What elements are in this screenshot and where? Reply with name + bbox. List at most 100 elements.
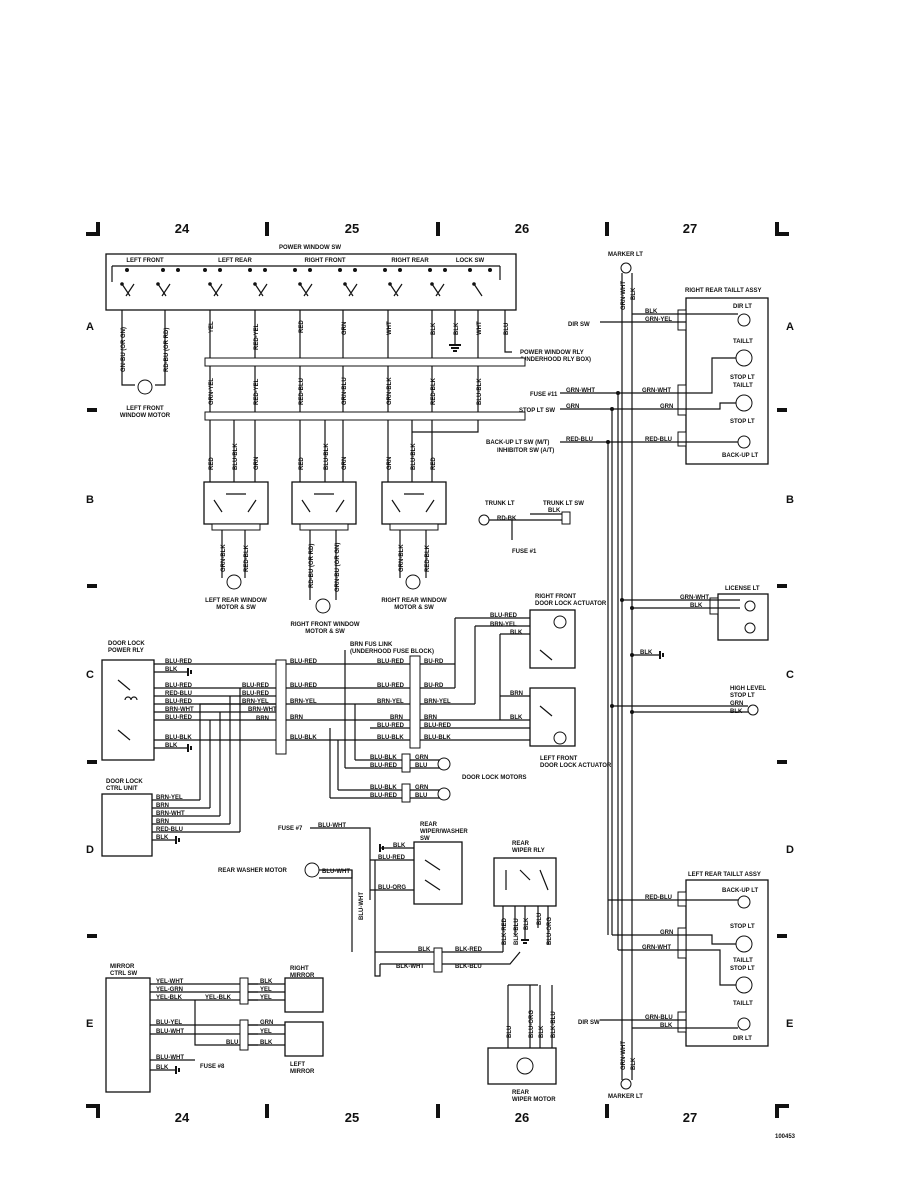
door-lock-connector-a <box>275 659 287 755</box>
wiper-vert-wire: BLU-WHT <box>359 892 365 920</box>
mid-b-4: BRN <box>424 715 437 721</box>
motor-wire-blk-blu: BLK-BLU <box>551 1011 557 1038</box>
rr-wire-4: GRN <box>660 404 673 410</box>
trunk-wire-blk: BLK <box>548 508 561 514</box>
wiper-bottom-3: BLK-WHT <box>396 964 424 970</box>
section-lock-sw: LOCK SW <box>456 258 485 264</box>
mirror-ctrl-switch <box>105 977 151 1093</box>
lr-motor-wire-grn-blk: GRN-BLK <box>221 544 227 572</box>
marker-lamp-bottom <box>620 1078 632 1090</box>
license-wire-2: BLK <box>690 603 703 609</box>
trunk-lt-sw-label: TRUNK LT SW <box>543 501 584 507</box>
trunk-fuse: FUSE #1 <box>512 549 537 555</box>
col-label-27-bottom: 27 <box>683 1110 697 1125</box>
row-label-d-right: D <box>786 844 794 856</box>
stop-sw-label: STOP LT SW <box>519 408 555 414</box>
marker-lt-bottom: MARKER LT <box>608 1094 643 1100</box>
door-lock-ctrl-box <box>101 793 153 857</box>
relay-right-1: BLU-RED <box>242 683 270 689</box>
motor-right-2: BLU <box>415 763 427 769</box>
wire-rdbu: RD-BU (OR RD) <box>164 328 170 372</box>
mirror-wire-1: YEL-WHT <box>156 979 184 985</box>
column-labels-top: 24 25 26 27 <box>175 221 697 236</box>
left-mirror-wire-2: YEL <box>260 1029 272 1035</box>
rf-wire-2: BRN-YEL <box>490 622 517 628</box>
lr-motor-wire-red-blk: RED-BLK <box>244 544 250 572</box>
rr-item-2: TAILLT <box>733 339 753 345</box>
lr-item-2: STOP LT <box>730 924 755 930</box>
backup-wire: RED-BLU <box>566 437 593 443</box>
door-lock-motors-label: DOOR LOCK MOTORS <box>462 775 527 781</box>
motor-wire-4: BLU-RED <box>370 793 398 799</box>
col-label-25-top: 25 <box>345 221 359 236</box>
harness-wire-3: BRN-YEL <box>290 699 317 705</box>
inhibitor-sw-label: INHIBITOR SW (A/T) <box>497 448 554 454</box>
motor-right-4: BLU <box>415 793 427 799</box>
wiper-sw-wire-1: BLK <box>393 843 406 849</box>
rr-item-4: TAILLT <box>733 383 753 389</box>
lr-wire-red: RED <box>209 457 215 470</box>
row-label-a-right: A <box>786 321 794 333</box>
harness-wire-1: BLU-RED <box>290 659 318 665</box>
wire-grn-yel: GRN-YEL <box>209 378 215 405</box>
mid-a-6: BLU-BLK <box>377 735 404 741</box>
lr-item-3: TAILLT <box>733 958 753 964</box>
wiper-bottom-4: BLK-BLU <box>455 964 482 970</box>
row-label-c-left: C <box>86 669 94 681</box>
mirror-wire-7: BLU <box>226 1040 238 1046</box>
lr-wire-grn: GRN <box>254 457 260 470</box>
right-mirror-wire-1: BLK <box>260 979 273 985</box>
mirror-wire-3: YEL-BLK <box>156 995 183 1001</box>
page-code: 100453 <box>775 1134 796 1140</box>
high-stop-wire-2: BLK <box>730 709 743 715</box>
rly-wire-4: BLU <box>537 913 543 925</box>
section-left-front: LEFT FRONT <box>126 258 164 264</box>
rf-wire-1: BLU-RED <box>490 613 518 619</box>
relay-wire-4: RED-BLU <box>165 691 192 697</box>
motor-right-3: GRN <box>415 785 428 791</box>
rr-item-5: STOP LT <box>730 419 755 425</box>
left-mirror-wire-1: GRN <box>260 1020 273 1026</box>
lr-item-6: DIR LT <box>733 1036 752 1042</box>
col-label-27-top: 27 <box>683 221 697 236</box>
high-stop-wire-1: GRN <box>730 701 743 707</box>
license-lt-box <box>717 593 769 641</box>
rly-wire-2: BLK-BLU <box>514 918 520 945</box>
lr-wire-2: GRN <box>660 930 673 936</box>
power-window-sw-box <box>105 253 517 311</box>
mid-b-3: BRN-YEL <box>424 699 451 705</box>
lr-wire-blu-blk: BLU-BLK <box>233 443 239 470</box>
rear-wiper-relay <box>493 857 557 907</box>
row-label-a-left: A <box>86 321 94 333</box>
wiper-fuse: FUSE #7 <box>278 826 303 832</box>
relay-wire-6: BRN-WHT <box>165 707 194 713</box>
col-label-26-top: 26 <box>515 221 529 236</box>
row-label-e-left: E <box>86 1018 93 1030</box>
mirror-fuse-wire-1: BLU-WHT <box>156 1055 184 1061</box>
rr-taillight-title: RIGHT REAR TAILLT ASSY <box>685 288 762 294</box>
rly-wire-5: BLU-ORG <box>547 917 553 945</box>
motor-wire-3: BLU-BLK <box>370 785 397 791</box>
relay-wire-1: BLU-RED <box>165 659 193 665</box>
harness-wire-2: BLU-RED <box>290 683 318 689</box>
left-front-window-motor-symbol <box>137 379 153 395</box>
mirror-wire-4: YEL-BLK <box>205 995 232 1001</box>
stop-wire: GRN <box>566 404 579 410</box>
rly-wire-3: BLK <box>524 917 530 930</box>
wire-blk-a: BLK <box>431 322 437 335</box>
right-mirror-box <box>284 977 324 1013</box>
mid-b-6: BLU-BLK <box>424 735 451 741</box>
row-labels-right: A B C D E <box>786 321 794 1030</box>
relay-wire-2: BLK <box>165 667 178 673</box>
left-mirror-wire-3: BLK <box>260 1040 273 1046</box>
rr-item-3: STOP LT <box>730 375 755 381</box>
mirror-wire-2: YEL-GRN <box>156 987 183 993</box>
